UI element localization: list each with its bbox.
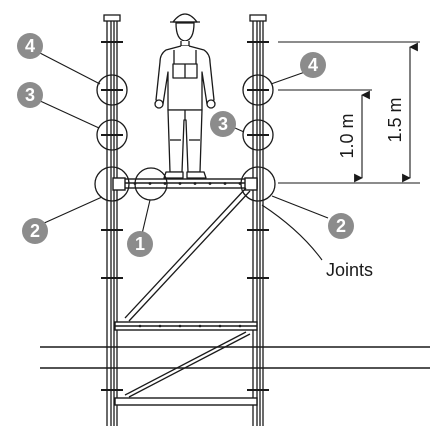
dimension-label-1-0m: 1.0 m: [337, 113, 357, 158]
diagonal-braces: [124, 187, 251, 398]
marker-2-left: 2: [22, 218, 48, 244]
standard-rosettes: [101, 41, 269, 391]
joint-circle-4-left: [96, 74, 128, 106]
joint-circle-2-right: [240, 166, 276, 202]
joint-circle-1: [134, 167, 168, 201]
marker-3-right: 3: [210, 111, 236, 137]
svg-text:2: 2: [336, 216, 346, 236]
svg-text:1: 1: [135, 234, 145, 254]
joint-circle-2-left: [94, 166, 130, 202]
joint-circles: [94, 74, 276, 202]
svg-text:2: 2: [30, 221, 40, 241]
marker-3-left: 3: [17, 82, 43, 108]
dimension-label-1-5m: 1.5 m: [385, 97, 405, 142]
left-standard: [103, 14, 121, 426]
marker-2-right: 2: [328, 213, 354, 239]
svg-text:3: 3: [25, 85, 35, 105]
svg-text:3: 3: [218, 114, 228, 134]
marker-1: 1: [127, 231, 153, 257]
svg-text:4: 4: [25, 36, 35, 56]
bottom-ledger: [114, 397, 258, 406]
platform-deck: [112, 177, 258, 191]
joint-circle-3-left: [96, 119, 128, 151]
ground-lines: [40, 346, 430, 369]
joint-circle-4-right: [242, 74, 274, 106]
marker-4-left: 4: [17, 33, 43, 59]
dimension-lines: [278, 41, 420, 184]
marker-4-right: 4: [300, 52, 326, 78]
right-standard: [249, 14, 267, 426]
lower-ledger: [114, 321, 258, 331]
svg-text:4: 4: [308, 55, 318, 75]
joint-circle-3-right: [242, 119, 274, 151]
worker-figure: [154, 13, 216, 179]
joints-label: Joints: [326, 260, 373, 280]
